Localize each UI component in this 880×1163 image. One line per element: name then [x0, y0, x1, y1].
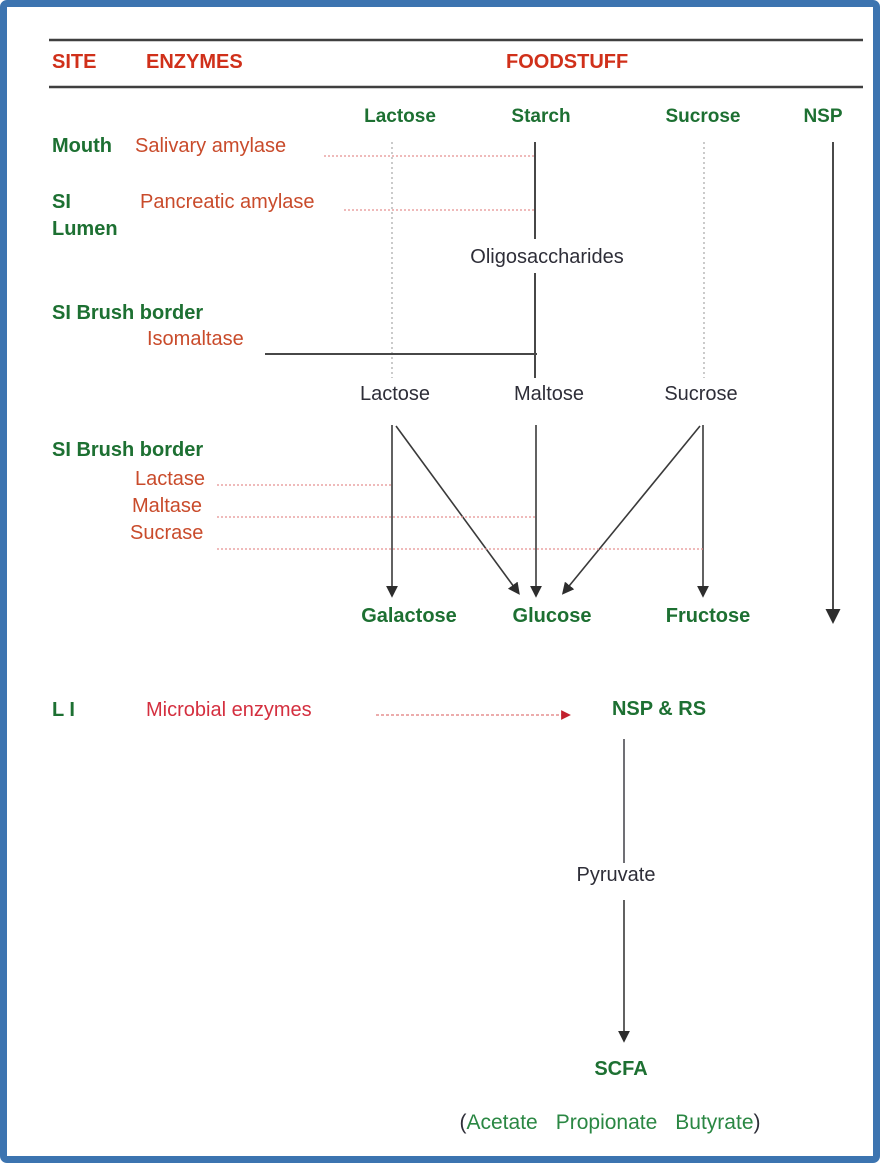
site-mouth: Mouth — [52, 135, 112, 157]
label-pyruvate: Pyruvate — [576, 864, 656, 886]
sucrose-to-glucose-arrow — [561, 425, 701, 595]
intermediate-maltose: Maltose — [513, 383, 585, 405]
scfa-components-row: ( Acetate Propionate Butyrate ) — [459, 1111, 760, 1134]
enzyme-maltase: Maltase — [132, 495, 203, 517]
foodstuff-lactose: Lactose — [364, 106, 436, 127]
enzyme-microbial-enzymes: Microbial enzymes — [146, 699, 312, 721]
lactose-to-glucose-arrow — [395, 425, 520, 595]
product-galactose: Galactose — [361, 605, 457, 627]
enzyme-sucrase: Sucrase — [130, 522, 204, 544]
header-foodstuff: FOODSTUFF — [506, 51, 629, 73]
header-enzymes: ENZYMES — [146, 51, 243, 73]
site-li: L I — [52, 699, 75, 721]
foodstuff-starch: Starch — [511, 106, 571, 127]
intermediate-sucrose: Sucrose — [664, 383, 738, 405]
site-si: SI — [52, 191, 71, 213]
enzyme-lactase: Lactase — [135, 468, 206, 490]
label-acetate: Acetate — [466, 1111, 538, 1134]
product-glucose: Glucose — [512, 605, 592, 627]
open-paren: ( — [459, 1111, 467, 1134]
enzyme-pancreatic-amylase: Pancreatic amylase — [140, 191, 315, 213]
foodstuff-sucrose: Sucrose — [665, 106, 741, 127]
diagram-lines-svg — [49, 38, 863, 1043]
label-scfa: SCFA — [594, 1058, 648, 1080]
label-butyrate: Butyrate — [675, 1111, 754, 1134]
site-si-brush-border-2: SI Brush border — [52, 439, 204, 461]
site-lumen: Lumen — [52, 218, 118, 240]
enzyme-salivary-amylase: Salivary amylase — [135, 135, 287, 157]
label-nsp-rs: NSP & RS — [611, 698, 707, 720]
product-fructose: Fructose — [665, 605, 751, 627]
label-propionate: Propionate — [555, 1111, 658, 1134]
site-si-brush-border-1: SI Brush border — [52, 302, 204, 324]
enzyme-isomaltase: Isomaltase — [147, 328, 244, 350]
label-oligosaccharides: Oligosaccharides — [470, 246, 624, 268]
header-site: SITE — [52, 51, 97, 73]
intermediate-lactose: Lactose — [359, 383, 431, 405]
foodstuff-nsp: NSP — [803, 106, 843, 127]
close-paren: ) — [753, 1111, 761, 1134]
